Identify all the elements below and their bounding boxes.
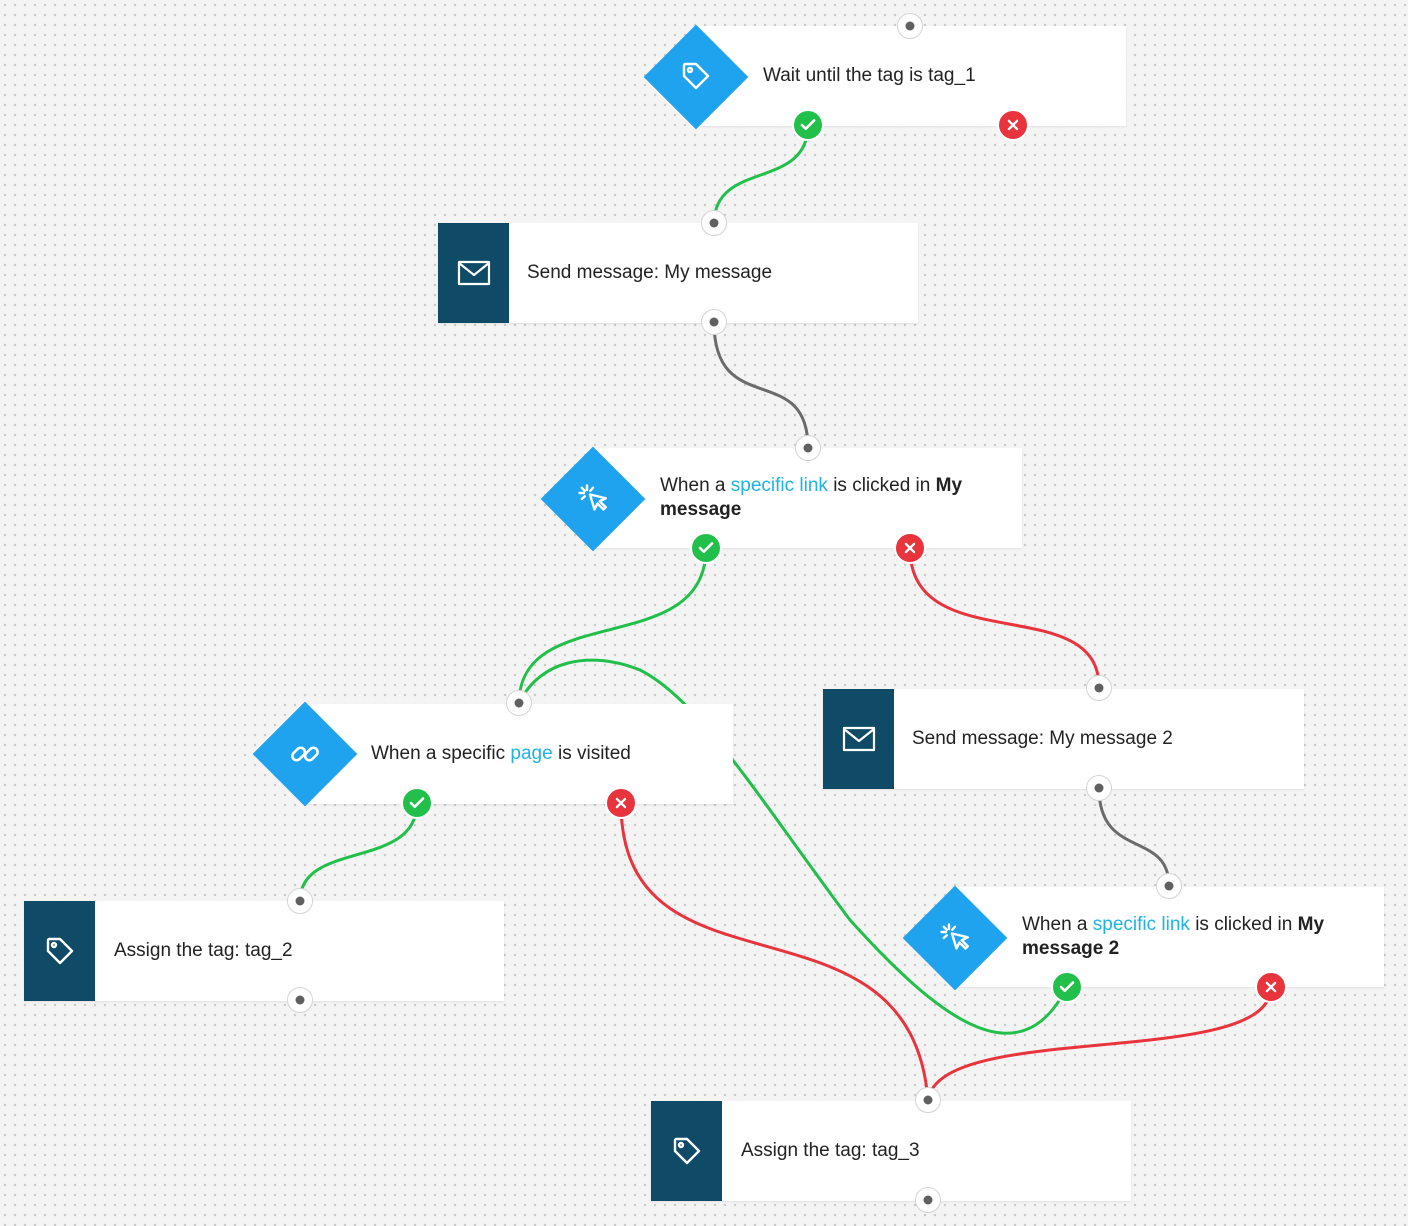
- x-icon: [615, 797, 627, 809]
- x-icon: [1007, 119, 1019, 131]
- link-clicked-condition-block[interactable]: When a specific link is clicked in My me…: [592, 448, 1022, 548]
- assign-tag-2-input-port[interactable]: [287, 888, 313, 914]
- assign-tag-2-label: Assign the tag: tag_2: [114, 940, 293, 961]
- page-visited-condition-block[interactable]: When a specific page is visited: [305, 704, 733, 804]
- wait-tag-yes-port[interactable]: [792, 109, 824, 141]
- connection-link-click-1-no-to-send-msg-2: [908, 547, 1101, 689]
- cursor-click-icon: [573, 479, 613, 519]
- send-message-2-label: Send message: My message 2: [912, 728, 1173, 749]
- link-clicked-label: When a specific link is clicked in My me…: [660, 474, 1006, 522]
- page-visited-label: When a specific page is visited: [371, 742, 631, 766]
- envelope-icon: [438, 223, 509, 323]
- wait-tag-no-port[interactable]: [997, 109, 1029, 141]
- link-clicked-2-label: When a specific link is clicked in My me…: [1022, 913, 1368, 961]
- cursor-click-icon: [935, 918, 975, 958]
- check-icon: [1059, 981, 1075, 993]
- x-icon: [904, 542, 916, 554]
- specific-link-text[interactable]: specific link: [730, 475, 828, 496]
- send-message-label: Send message: My message: [527, 262, 773, 283]
- message-2-name-text: My message 2: [1022, 914, 1325, 959]
- assign-tag-3-output-port[interactable]: [915, 1187, 941, 1213]
- check-icon: [409, 797, 425, 809]
- send-message-2-output-port[interactable]: [1086, 775, 1112, 801]
- link-icon: [285, 734, 325, 774]
- assign-tag-2-output-port[interactable]: [287, 987, 313, 1013]
- assign-tag-3-input-port[interactable]: [915, 1087, 941, 1113]
- wait-until-tag-label: Wait until the tag is tag_1: [763, 65, 976, 86]
- assign-tag-2-block[interactable]: Assign the tag: tag_2: [24, 901, 504, 1001]
- page-visited-input-port[interactable]: [506, 690, 532, 716]
- tag-icon: [651, 1101, 722, 1201]
- link-clicked-2-no-port[interactable]: [1255, 971, 1287, 1003]
- check-icon: [698, 542, 714, 554]
- send-message-output-port[interactable]: [701, 309, 727, 335]
- link-clicked-text-before: When a: [660, 475, 731, 496]
- link-clicked-yes-port[interactable]: [690, 532, 722, 564]
- tag-icon: [676, 56, 716, 96]
- link-clicked-2-text-before: When a: [1022, 914, 1093, 935]
- tag-icon: [24, 901, 95, 1001]
- link-clicked-2-yes-port[interactable]: [1051, 971, 1083, 1003]
- message-name-text: My message: [660, 475, 963, 520]
- link-clicked-2-input-port[interactable]: [1156, 873, 1182, 899]
- send-message-block[interactable]: Send message: My message: [438, 223, 918, 323]
- wait-tag-input-port[interactable]: [897, 13, 923, 39]
- page-visited-yes-port[interactable]: [401, 787, 433, 819]
- link-clicked-input-port[interactable]: [795, 435, 821, 461]
- page-visited-text-after: is visited: [552, 743, 631, 764]
- connection-page-visit-yes-to-assign-tag-2: [298, 802, 419, 902]
- envelope-icon: [823, 689, 894, 789]
- connection-send-msg-1-to-link-click-1: [712, 321, 810, 449]
- assign-tag-3-block[interactable]: Assign the tag: tag_3: [651, 1101, 1131, 1201]
- connection-link-click-1-yes-to-page-visit: [517, 547, 708, 704]
- x-icon: [1265, 981, 1277, 993]
- link-clicked-2-condition-block[interactable]: When a specific link is clicked in My me…: [954, 887, 1384, 987]
- page-visited-text-before: When a specific: [371, 743, 511, 764]
- page-link-text[interactable]: page: [510, 743, 553, 764]
- wait-until-tag-block[interactable]: Wait until the tag is tag_1: [696, 26, 1126, 126]
- page-visited-no-port[interactable]: [605, 787, 637, 819]
- check-icon: [800, 119, 816, 131]
- send-message-2-input-port[interactable]: [1086, 675, 1112, 701]
- connection-page-visit-no-to-assign-tag-3: [619, 802, 930, 1101]
- connection-wait-yes-to-send-msg-1: [712, 124, 810, 223]
- link-clicked-2-text-middle: is clicked in: [1189, 914, 1298, 935]
- connection-link-click-2-yes-to-page-visit: [517, 658, 1069, 1035]
- link-clicked-text-middle: is clicked in: [827, 475, 936, 496]
- specific-link-2-text[interactable]: specific link: [1092, 914, 1190, 935]
- connection-link-click-2-no-to-assign-tag-3: [926, 986, 1273, 1101]
- link-clicked-no-port[interactable]: [894, 532, 926, 564]
- connection-send-msg-2-to-link-click-2: [1097, 787, 1171, 887]
- send-message-input-port[interactable]: [701, 210, 727, 236]
- send-message-2-block[interactable]: Send message: My message 2: [823, 689, 1304, 789]
- assign-tag-3-label: Assign the tag: tag_3: [741, 1140, 920, 1161]
